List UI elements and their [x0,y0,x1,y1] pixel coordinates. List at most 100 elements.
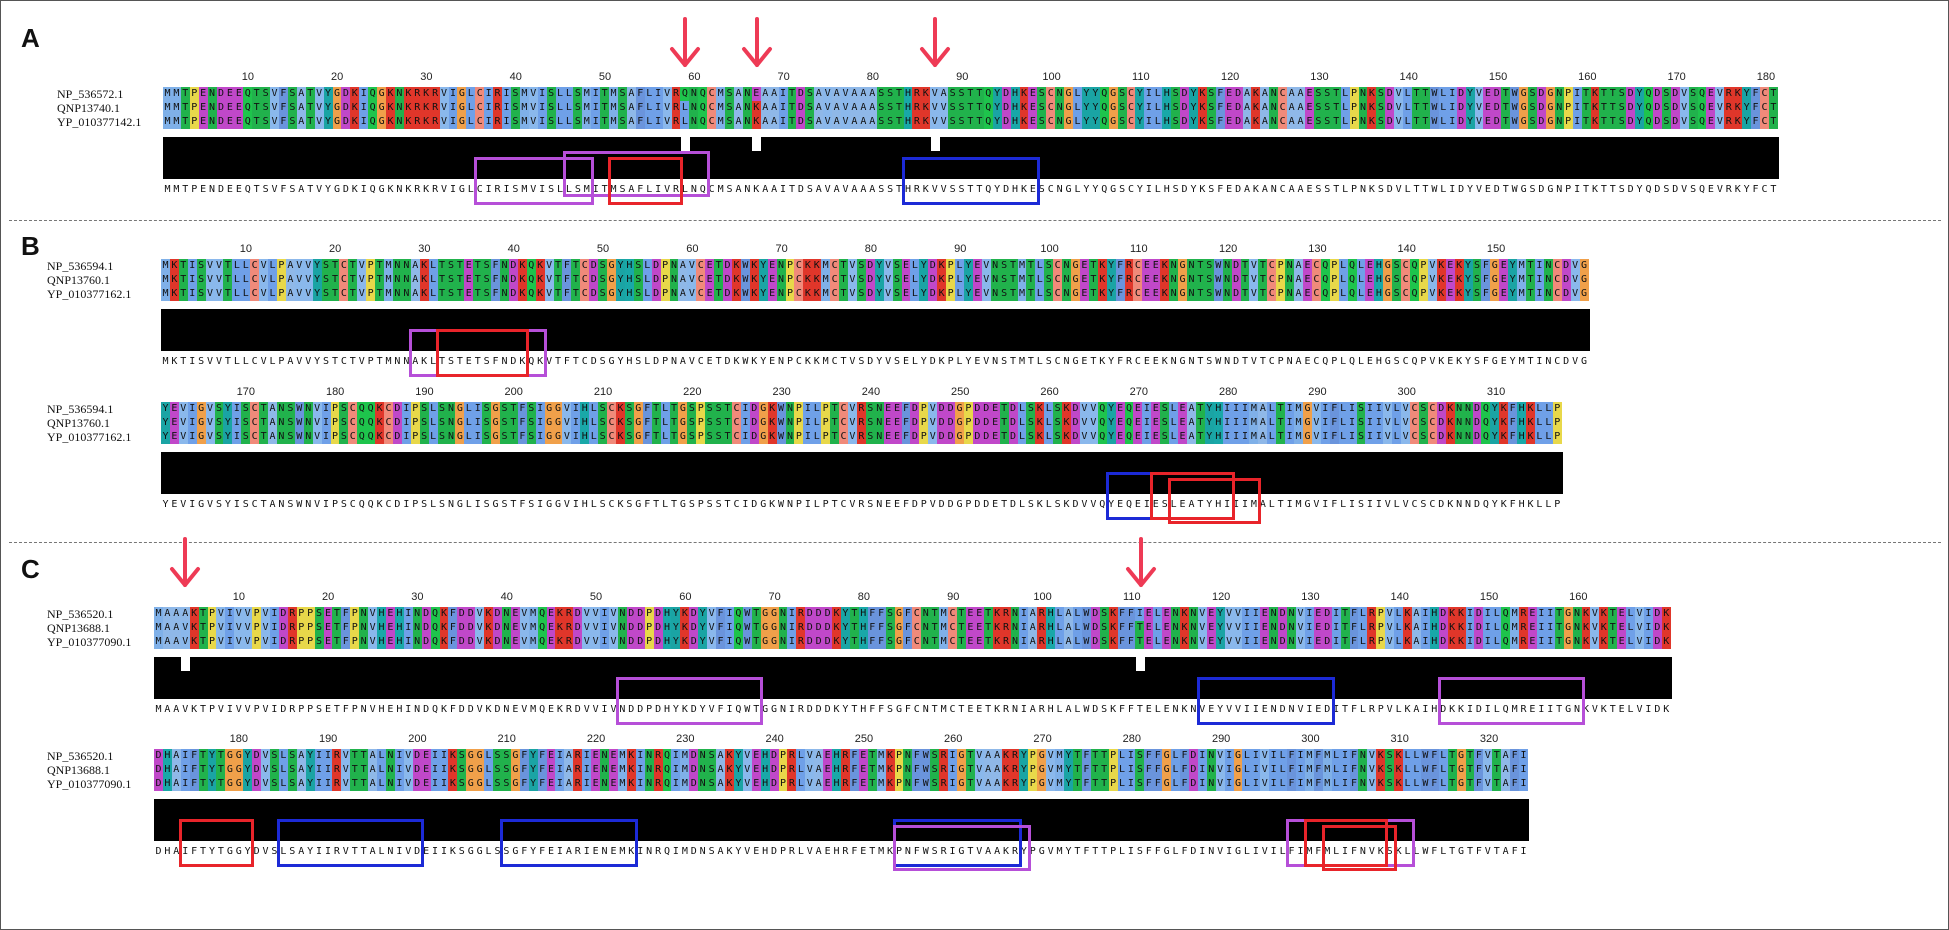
residue: C [339,287,349,301]
residue: N [1188,607,1198,621]
residue: T [178,287,188,301]
residue: F [1508,430,1518,444]
residue: T [669,430,679,444]
consensus-residue: S [715,499,722,510]
residue: I [1224,749,1234,763]
residue: K [1526,430,1535,444]
residue: T [252,115,262,129]
residue: A [858,115,868,129]
residue: K [169,273,179,287]
sequence-name: NP_536520.1 [47,607,114,621]
consensus-residue: L [1340,499,1347,510]
consensus-residue: L [1545,499,1552,510]
consensus-residue: F [539,846,546,857]
tick-label: 270 [1033,733,1052,745]
consensus-residue: Y [307,846,314,857]
residue: E [1151,402,1161,416]
residue: L [1403,101,1413,115]
consensus-residue: A [1261,184,1268,195]
residue: T [508,430,518,444]
residue: K [1180,635,1189,649]
residue: E [1162,607,1172,621]
residue: I [1643,621,1653,635]
residue: E [323,621,333,635]
residue: E [751,87,761,101]
consensus-residue: M [878,846,885,857]
residue: T [437,287,447,301]
residue: K [1367,101,1377,115]
residue: I [430,777,440,791]
residue: M [1517,273,1527,287]
consensus-residue: N [646,846,653,857]
consensus-residue: P [412,499,419,510]
consensus-residue: K [1181,704,1188,715]
residue: K [680,607,690,621]
residue: C [1278,115,1288,129]
residue: I [778,87,788,101]
consensus-residue: Q [539,704,546,715]
residue: Q [1410,287,1419,301]
residue: K [1108,621,1118,635]
residue: E [591,763,601,777]
residue: L [642,273,652,287]
residue: D [1472,430,1482,444]
consensus-residue: N [699,846,706,857]
residue: N [1055,101,1065,115]
residue: W [1420,763,1430,777]
consensus-residue: C [349,499,356,510]
residue: N [669,287,679,301]
residue: D [651,273,661,287]
residue: N [276,430,286,444]
residue: S [1528,101,1537,115]
sequence-name: QNP13760.1 [47,416,111,430]
consensus-residue: M [1306,846,1313,857]
residue: E [1224,115,1234,129]
residue: L [1073,101,1082,115]
residue: I [187,402,197,416]
residue: S [1617,101,1627,115]
consensus-residue: N [744,184,751,195]
residue: E [1499,287,1509,301]
residue: M [876,777,886,791]
residue: F [1481,259,1491,273]
residue: E [609,763,618,777]
residue: T [999,430,1009,444]
residue: T [437,259,447,273]
residue: E [323,607,333,621]
residue: N [1169,287,1179,301]
residue: K [535,287,545,301]
residue: L [1394,621,1404,635]
consensus-residue: K [681,704,688,715]
residue: W [1081,607,1091,621]
residue: V [1233,635,1243,649]
residue: D [749,402,759,416]
residue: T [714,259,724,273]
residue: E [169,402,179,416]
residue: S [501,763,511,777]
residue: M [161,273,170,287]
tick-label: 260 [1040,386,1059,398]
residue: I [535,430,545,444]
residue: L [1403,763,1412,777]
consensus-residue: I [1243,704,1250,715]
consensus-residue: I [742,499,749,510]
residue: P [894,777,904,791]
consensus-residue: P [1029,846,1036,857]
residue: V [1394,115,1404,129]
residue: K [1599,607,1609,621]
residue: E [1445,259,1455,273]
residue: I [502,115,511,129]
residue: F [901,402,911,416]
consensus-residue: D [414,846,421,857]
residue: G [955,416,964,430]
residue: C [1760,101,1769,115]
residue: Y [1215,635,1225,649]
residue: K [1445,430,1455,444]
residue: Y [1106,430,1116,444]
residue: H [662,635,672,649]
residue: D [1670,115,1680,129]
residue: N [1187,287,1196,301]
residue: A [734,115,743,129]
residue: G [1579,287,1589,301]
consensus-residue: T [985,704,992,715]
